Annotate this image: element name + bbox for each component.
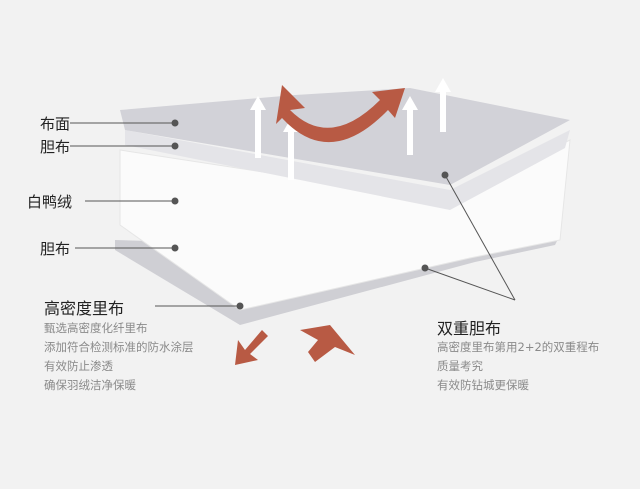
- up-arrow-icon: [435, 78, 451, 132]
- desc-line: 确保羽绒洁净保暖: [44, 378, 136, 392]
- desc-line: 有效防止渗透: [44, 359, 113, 373]
- label-down: 白鸭绒: [27, 193, 73, 211]
- up-arrow-icon: [250, 96, 266, 158]
- desc-line: 高密度里布第用2+2的双重程布: [437, 340, 600, 354]
- right-block-desc: 高密度里布第用2+2的双重程布 质量考究 有效防钻城更保暖: [437, 338, 599, 395]
- down-left-arrow-icon: [235, 330, 268, 365]
- top-lining-layer: [125, 130, 570, 210]
- left-block-title: 高密度里布: [44, 299, 125, 318]
- up-arrow-icon: [402, 96, 418, 155]
- right-block-title: 双重胆布: [437, 319, 502, 338]
- desc-line: 质量考究: [437, 359, 483, 373]
- desc-line: 有效防钻城更保暖: [437, 378, 529, 392]
- up-right-arrow-icon: [300, 325, 355, 362]
- desc-line: 添加符合检测标准的防水涂层: [44, 340, 194, 354]
- desc-line: 甄选高密度化纤里布: [44, 321, 148, 335]
- label-inner-lining-top: 胆布: [40, 138, 71, 156]
- left-block-desc: 甄选高密度化纤里布 添加符合检测标准的防水涂层 有效防止渗透 确保羽绒洁净保暖: [44, 319, 194, 395]
- label-inner-lining-bottom: 胆布: [40, 240, 71, 258]
- white-up-arrows: [250, 78, 451, 180]
- curved-arrow-icon: [276, 85, 405, 143]
- label-outer-fabric: 布面: [40, 115, 71, 133]
- up-arrow-icon: [283, 118, 299, 180]
